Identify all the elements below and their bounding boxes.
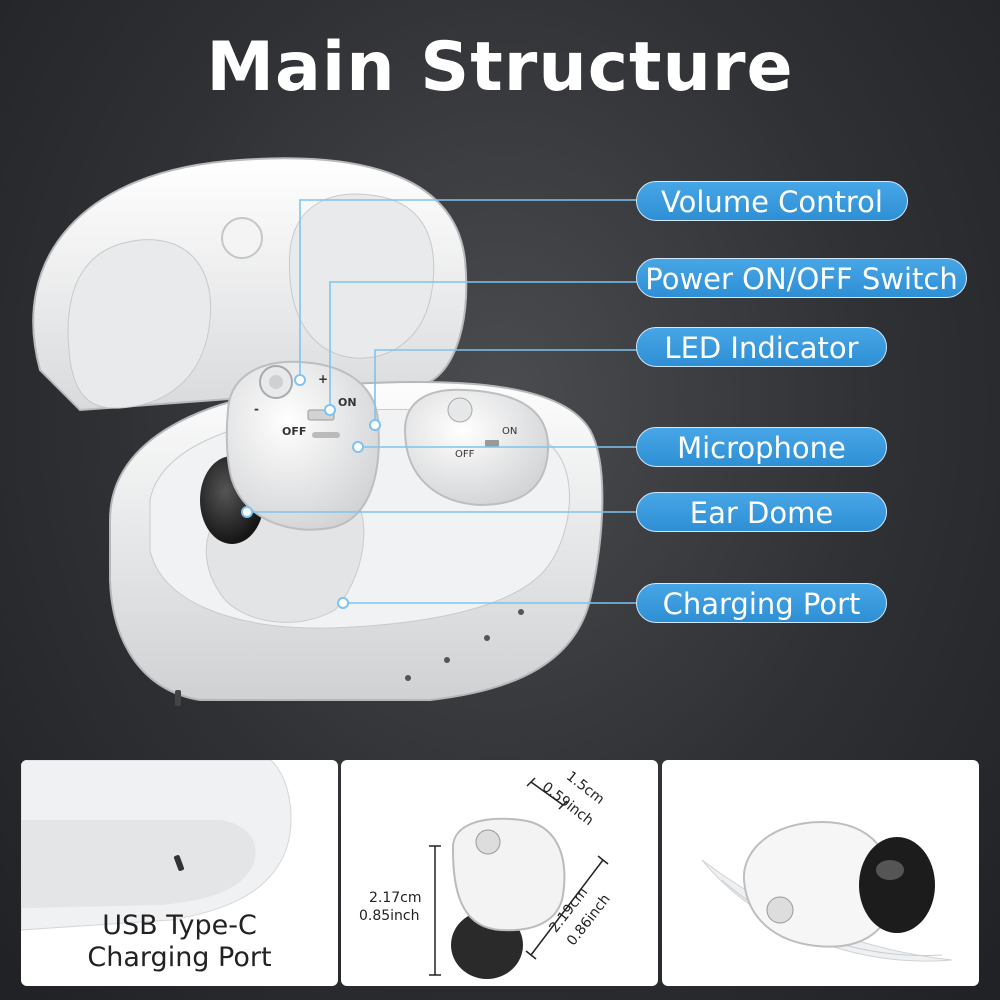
callout-ear-dome: Ear Dome xyxy=(636,492,887,532)
page-title: Main Structure xyxy=(206,28,794,107)
left-bud-plus-mark: + xyxy=(318,372,328,386)
left-bud-minus-mark: - xyxy=(254,402,259,416)
callout-charging-port: Charging Port xyxy=(636,583,887,623)
right-bud-off-mark: OFF xyxy=(455,449,475,460)
callout-volume-control: Volume Control xyxy=(636,181,908,221)
height-cm: 2.17cm xyxy=(369,890,422,906)
charging-case-illustration: OFF ON OFF ON + - xyxy=(32,157,640,706)
usb-port-panel: USB Type-C Charging Port xyxy=(21,760,338,986)
earbud-feather-panel xyxy=(662,760,979,986)
callout-microphone: Microphone xyxy=(636,427,887,467)
left-bud-off-mark: OFF xyxy=(282,425,306,438)
callout-led-indicator: LED Indicator xyxy=(636,327,887,367)
right-bud-on-mark: ON xyxy=(502,426,517,437)
usb-label-line2: Charging Port xyxy=(87,942,272,973)
height-inch: 0.85inch xyxy=(359,908,420,924)
dimensions-panel: 2.17cm 0.85inch 1.5cm 0.59inch 2.19cm 0.… xyxy=(341,760,658,986)
left-bud-on-mark: ON xyxy=(338,396,357,409)
earbud-dimensions-drawing xyxy=(429,777,609,979)
usb-label-line1: USB Type-C xyxy=(102,910,257,941)
callout-power-switch: Power ON/OFF Switch xyxy=(636,258,967,298)
earbud-feather-image xyxy=(701,820,953,962)
usb-port-closeup xyxy=(21,760,292,931)
